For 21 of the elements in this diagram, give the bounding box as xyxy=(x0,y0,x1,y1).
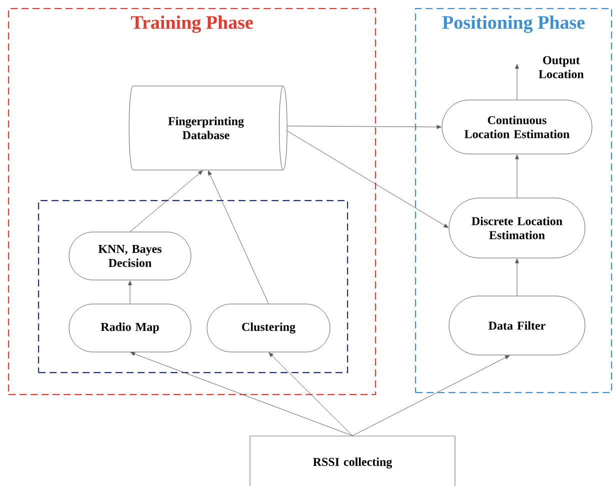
process-box: Data Filter xyxy=(448,296,586,356)
arrow xyxy=(287,130,448,228)
arrow xyxy=(515,258,519,296)
output-label: Output Location xyxy=(538,56,584,78)
process-box: Radio Map xyxy=(68,304,192,352)
phase-frame xyxy=(38,200,348,374)
arrow xyxy=(287,125,442,129)
arrow xyxy=(268,352,353,436)
process-box: Continuous Location Estimation xyxy=(442,100,592,154)
process-box: Clustering xyxy=(206,304,330,352)
arrow xyxy=(208,170,269,304)
arrow xyxy=(515,64,519,100)
arrow xyxy=(130,170,203,232)
arrow xyxy=(352,355,510,436)
process-box: Discrete Location Estimation xyxy=(448,198,586,258)
arrow xyxy=(128,280,132,304)
process-box: KNN, Bayes Decision xyxy=(68,232,192,280)
arrow xyxy=(515,154,519,198)
arrow xyxy=(130,352,353,436)
process-box: RSSI collecting xyxy=(250,436,456,486)
database-cylinder: Fingerprinting Database xyxy=(128,86,288,170)
